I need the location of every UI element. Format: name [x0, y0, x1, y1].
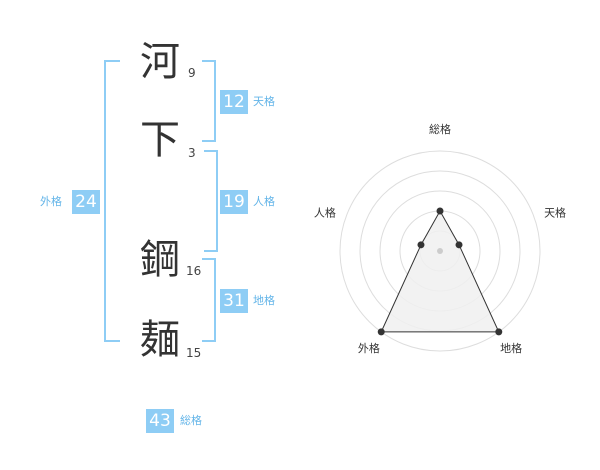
radar-point-2 [455, 241, 463, 249]
gaikaku-value: 24 [72, 190, 100, 214]
name-char-2: 下 [140, 117, 180, 163]
tenkaku-label: 天格 [253, 95, 275, 108]
radar-point-3 [495, 328, 503, 336]
stroke-count-1: 9 [188, 66, 196, 80]
soukaku-label: 総格 [180, 414, 202, 427]
stroke-count-2: 3 [188, 146, 196, 160]
radar-point-5 [417, 241, 425, 249]
chikaku-bracket [202, 258, 216, 342]
jinkaku-label: 人格 [253, 195, 275, 208]
radar-axis-label-3: 地格 [500, 341, 522, 355]
tenkaku-value: 12 [220, 90, 248, 114]
gaikaku-bracket [104, 60, 120, 342]
name-char-4: 麺 [140, 317, 180, 363]
stroke-count-3: 16 [186, 264, 202, 278]
soukaku-value: 43 [146, 409, 174, 433]
chikaku-value: 31 [220, 289, 248, 313]
jinkaku-bracket [204, 150, 218, 252]
radar-axis-label-4: 外格 [358, 341, 380, 355]
jinkaku-value: 19 [220, 190, 248, 214]
name-char-1: 河 [140, 39, 180, 85]
radar-center-dot [437, 248, 443, 254]
radar-polygon [380, 209, 500, 333]
radar-axis-label-2: 天格 [544, 206, 566, 220]
tenkaku-bracket [202, 60, 216, 142]
radar-point-4 [377, 328, 385, 336]
name-char-3: 鋼 [140, 237, 180, 283]
chikaku-label: 地格 [253, 294, 275, 307]
stroke-count-4: 15 [186, 346, 202, 360]
radar-axis-label-5: 人格 [314, 206, 336, 220]
radar-point-1 [436, 207, 444, 215]
gaikaku-label: 外格 [40, 195, 62, 208]
radar-axis-label-1: 総格 [429, 122, 451, 136]
